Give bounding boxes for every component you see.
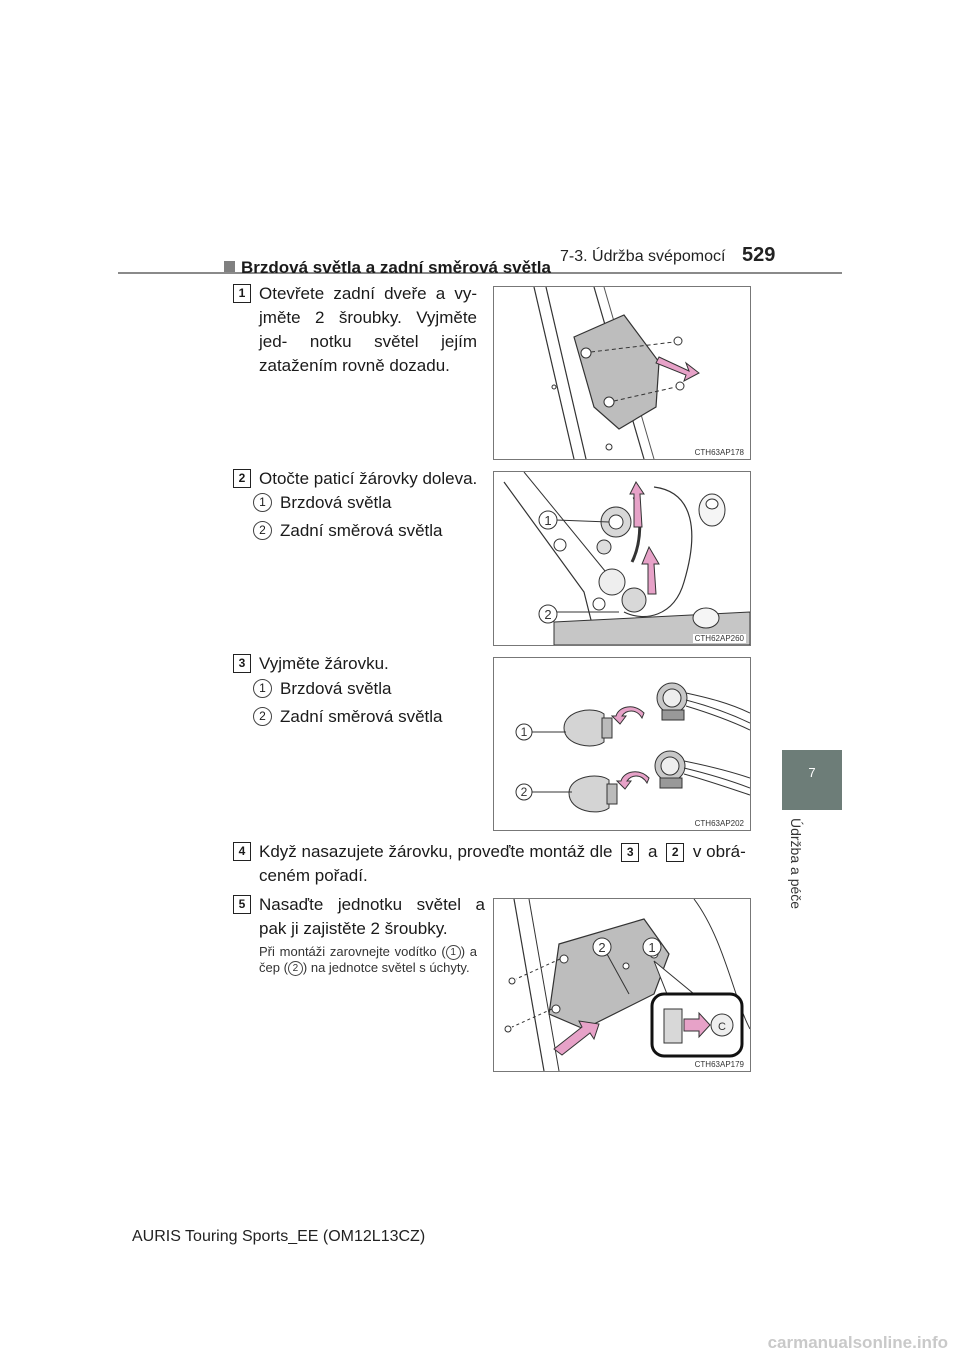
figure-step-2-callout-2: 2	[544, 607, 551, 622]
step-3-text: Vyjměte žárovku.	[259, 654, 389, 673]
figure-step-5-callout-1: 1	[648, 940, 655, 955]
figure-step-1-illustration	[533, 287, 700, 459]
step-4-ref-a: 3	[621, 843, 640, 862]
step-5-note-n2: 2	[287, 961, 303, 976]
step-3-item-2-label: Zadní směrová světla	[280, 707, 443, 726]
chapter-label: Údržba a péče	[788, 818, 814, 938]
step-5-note: Při montáži zarovnejte vodítko (1) a čep…	[259, 944, 477, 976]
step-4-text-line2: ceném pořadí.	[259, 866, 368, 885]
figure-step-1: CTH63AP178	[493, 286, 751, 460]
page-number: 529	[742, 244, 776, 266]
step-4-text-after: v obrá-	[692, 842, 746, 861]
section-title: Brzdová světla a zadní směrová světla	[224, 258, 551, 278]
figure-step-5: 2 1 C CTH63AP179	[493, 898, 751, 1072]
step-5-note-b: ) a čep (	[259, 944, 478, 975]
figure-step-5-code: CTH63AP179	[692, 1060, 746, 1069]
footer-manual-id: AURIS Touring Sports_EE (OM12L13CZ)	[132, 1228, 426, 1245]
step-3-item-2-num: 2	[253, 707, 272, 726]
figure-step-5-illustration: 2 1 C	[504, 899, 750, 1071]
figure-step-3-illustration: 1 2	[515, 682, 750, 813]
chapter-tab: 7	[782, 750, 842, 810]
step-2-number: 2	[233, 469, 251, 488]
step-2-item-1-num: 1	[253, 493, 272, 512]
step-3-item-1-label: Brzdová světla	[280, 679, 392, 698]
step-5-note-a: Při montáži zarovnejte vodítko (	[259, 944, 446, 959]
figure-step-3-callout-2: 2	[521, 785, 528, 799]
header-section-title: 7-3. Údržba svépomocí	[560, 248, 726, 265]
figure-step-1-code: CTH63AP178	[692, 448, 746, 457]
figure-step-3-callout-1: 1	[521, 725, 528, 739]
square-bullet-icon	[224, 261, 235, 272]
step-5-note-c: ) na jednotce světel s úchyty.	[302, 960, 470, 975]
step-2-item-2-label: Zadní směrová světla	[280, 521, 443, 540]
step-4-text: Když nasazujete žárovku, proveďte montáž…	[259, 840, 751, 888]
step-1-text: Otevřete zadní dveře a vy- jměte 2 šroub…	[259, 284, 477, 375]
step-2-item-1: 1 Brzdová světla	[253, 492, 392, 514]
step-1-number: 1	[233, 284, 251, 303]
figure-step-2-code: CTH62AP260	[692, 634, 746, 643]
figure-step-2: 1 2 CTH62AP260	[493, 471, 751, 646]
chapter-tab-number: 7	[808, 765, 816, 780]
figure-step-5-callout-2: 2	[598, 940, 605, 955]
step-3-item-2: 2 Zadní směrová světla	[253, 706, 443, 728]
section-title-text: Brzdová světla a zadní směrová světla	[241, 258, 551, 277]
figure-step-2-callout-1: 1	[544, 513, 551, 528]
step-2-item-2: 2 Zadní směrová světla	[253, 520, 443, 542]
step-2-item-2-num: 2	[253, 521, 272, 540]
figure-step-5-callout-c: C	[718, 1021, 726, 1033]
figure-step-2-illustration: 1 2	[503, 472, 750, 645]
step-3-item-1-num: 1	[253, 679, 272, 698]
step-4-text-before: Když nasazujete žárovku, proveďte montáž…	[259, 842, 613, 861]
step-4-text-mid: a	[647, 842, 658, 861]
figure-step-3: 1 2 CTH63AP202	[493, 657, 751, 831]
step-5-number: 5	[233, 895, 251, 914]
watermark: carmanualsonline.info	[767, 1333, 948, 1352]
step-3-number: 3	[233, 654, 251, 673]
step-3-item-1: 1 Brzdová světla	[253, 678, 392, 700]
chapter-label-text: Údržba a péče	[788, 818, 804, 910]
step-2-text: Otočte paticí žárovky doleva.	[259, 469, 478, 488]
figure-step-3-code: CTH63AP202	[692, 819, 746, 828]
step-5-note-n1: 1	[445, 945, 461, 960]
step-2-item-1-label: Brzdová světla	[280, 493, 392, 512]
header-divider	[118, 272, 842, 274]
step-4-ref-b: 2	[666, 843, 685, 862]
step-4-number: 4	[233, 842, 251, 861]
step-5-text: Nasaďte jednotku světel a pak ji zajistě…	[259, 895, 485, 938]
